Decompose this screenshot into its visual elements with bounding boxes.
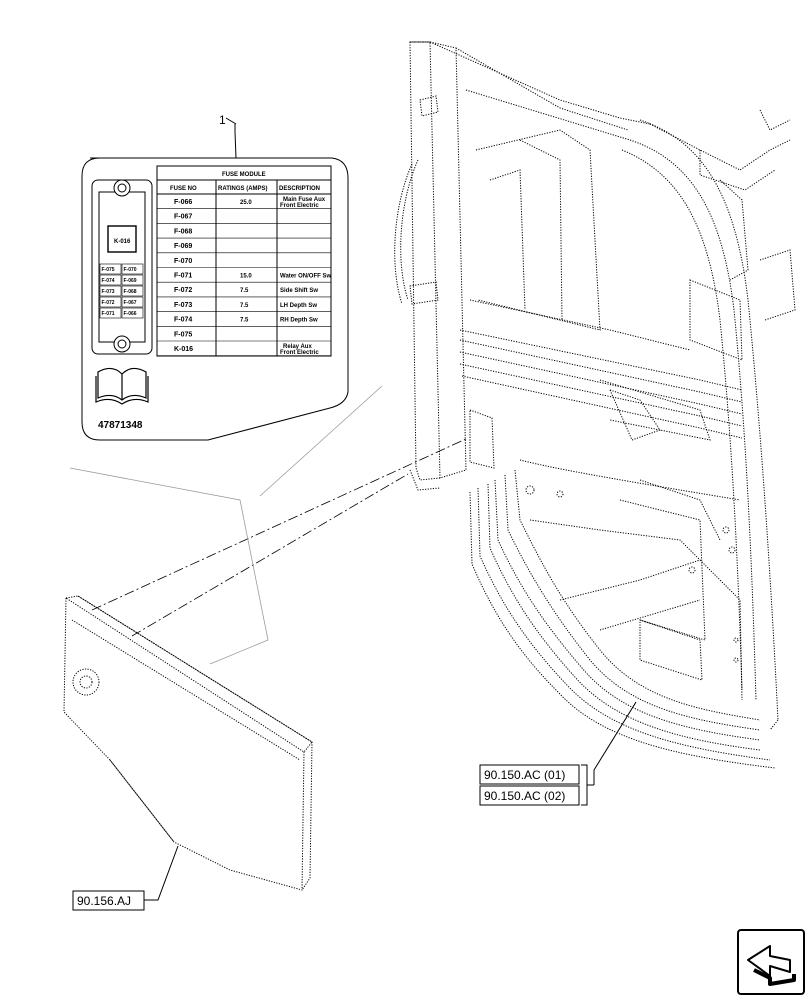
decal-part-number: 47871348	[98, 420, 143, 431]
module-fuse-label: F-071	[102, 311, 115, 317]
module-fuse-label: F-074	[102, 278, 115, 284]
ref-bracket	[581, 764, 594, 806]
header-ratings: RATINGS (AMPS)	[218, 186, 268, 192]
ref-label-text: 90.156.AJ	[77, 894, 131, 908]
fuse-number: F-070	[174, 258, 192, 265]
fuse-description: Main Fuse Aux	[283, 197, 326, 203]
module-fuse-label: F-069	[124, 278, 137, 284]
module-relay-label: K-016	[114, 239, 131, 245]
fuse-rating: 15.0	[240, 274, 252, 280]
module-fuse-label: F-072	[102, 300, 115, 306]
fuse-number: F-066	[174, 199, 192, 206]
ref-label-text: 90.150.AC (02)	[484, 789, 565, 803]
ref-label-90-150-ac-01[interactable]: 90.150.AC (01)	[479, 764, 580, 785]
module-fuse-label: F-068	[124, 289, 137, 295]
module-fuse-slot	[99, 263, 122, 275]
fuse-description: Front Electric	[280, 203, 319, 209]
fuse-rating: 7.5	[240, 303, 249, 309]
module-fuse-slot	[99, 274, 122, 286]
arrow-left-icon[interactable]	[737, 929, 805, 995]
fuse-description: LH Depth Sw	[280, 303, 317, 309]
leader-line-panel	[144, 845, 179, 901]
module-fuse-label: F-075	[102, 267, 115, 273]
module-fuse-slot	[99, 296, 122, 308]
callout-1: 1	[219, 113, 237, 159]
fuse-number: F-072	[174, 287, 192, 294]
callout-number: 1	[219, 113, 226, 127]
fuse-description: Side Shift Sw	[280, 288, 318, 294]
fuse-description: RH Depth Sw	[280, 318, 318, 324]
module-fuse-slot	[121, 307, 144, 319]
module-title: FUSE MODULE	[222, 172, 266, 178]
fuse-number: F-074	[174, 317, 192, 324]
fuse-number: F-075	[174, 331, 192, 338]
module-fuse-slot	[121, 285, 144, 297]
module-fuse-label: F-070	[124, 267, 137, 273]
header-description: DESCRIPTION	[279, 186, 320, 192]
fuse-rating: 7.5	[240, 318, 249, 324]
door-trim-panel	[63, 595, 313, 891]
leader-line-frame	[593, 701, 637, 785]
fuse-number: F-073	[174, 302, 192, 309]
fuse-number: K-016	[174, 346, 193, 353]
ref-label-text: 90.150.AC (01)	[484, 768, 565, 782]
open-book-icon	[95, 367, 149, 405]
module-fuse-label: F-073	[102, 289, 115, 295]
module-fuse-label: F-066	[124, 311, 137, 317]
module-fuse-slot	[99, 307, 122, 319]
module-fuse-slot	[121, 296, 144, 308]
assembly-projection-lines	[91, 437, 469, 637]
ref-label-90-156-aj[interactable]: 90.156.AJ	[72, 890, 145, 911]
ref-label-90-150-ac-02[interactable]: 90.150.AC (02)	[479, 785, 580, 806]
fuse-rating: 25.0	[240, 200, 252, 206]
fuse-description: Relay Aux	[283, 344, 312, 350]
decal-location-lines	[69, 385, 383, 665]
cab-door-frame	[394, 41, 796, 769]
module-fuse-slot	[121, 263, 144, 275]
header-fuse-no: FUSE NO	[170, 186, 197, 192]
module-fuse-label: F-067	[124, 300, 137, 306]
fuse-number: F-069	[174, 243, 192, 250]
fuse-description: Front Electric	[280, 350, 319, 356]
fuse-description: Water ON/OFF Sw	[280, 274, 331, 280]
fuse-number: F-068	[174, 228, 192, 235]
fuse-number: F-071	[174, 273, 192, 280]
fuse-number: F-067	[174, 214, 192, 221]
fuse-rating: 7.5	[240, 288, 249, 294]
fuse-table: FUSE MODULE FUSE NO RATINGS (AMPS) DESCR…	[156, 165, 332, 357]
module-fuse-slot	[99, 285, 122, 297]
module-fuse-slot	[121, 274, 144, 286]
